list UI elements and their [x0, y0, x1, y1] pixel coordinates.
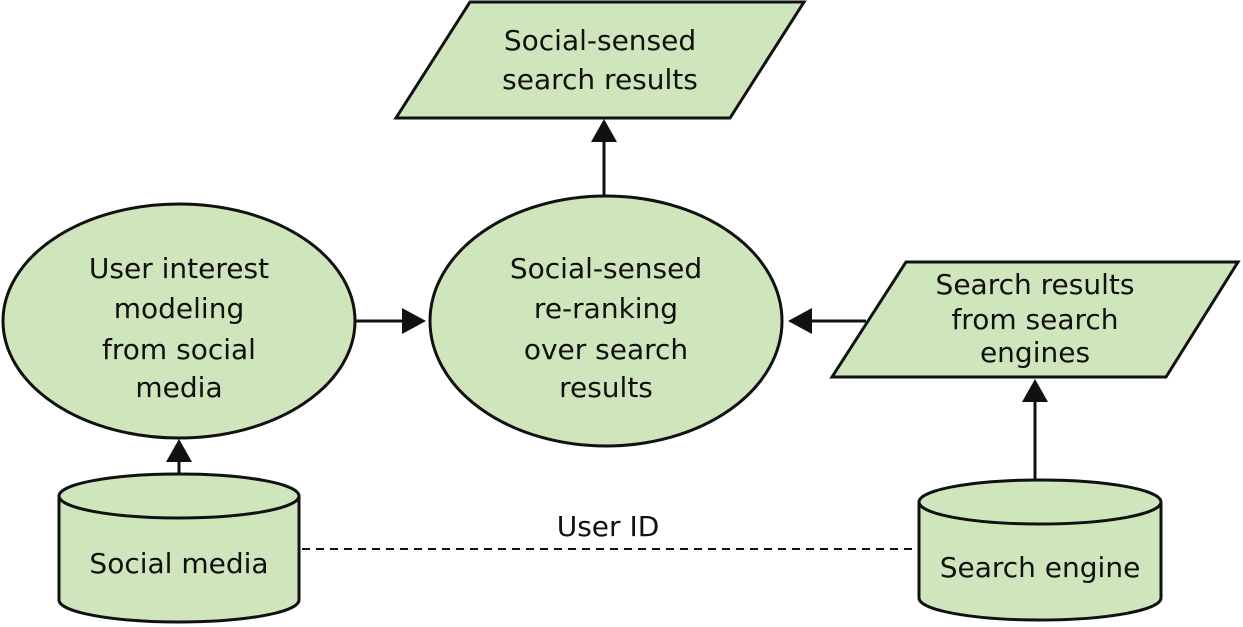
link-label: User ID: [557, 510, 660, 543]
edge-modeling-to-reranking: [356, 308, 426, 334]
node-label-line: results: [559, 371, 653, 404]
node-label-line: Social-sensed: [510, 252, 702, 285]
node-social-sensed-search-results: Social-sensed search results: [393, 0, 807, 120]
node-label-line: search results: [502, 63, 698, 96]
node-label-line: Social media: [89, 547, 268, 580]
node-label-line: from search: [951, 303, 1118, 336]
node-search-results-from-engines: Search results from search engines: [829, 260, 1241, 379]
node-label-line: engines: [980, 336, 1090, 369]
edge-social-media-to-modeling: [166, 439, 192, 474]
link-user-id: User ID: [302, 510, 916, 550]
edge-search-engine-to-results: [1022, 379, 1048, 480]
edge-reranking-to-results: [591, 119, 617, 196]
node-user-interest-modeling: User interest modeling from social media: [1, 202, 357, 440]
node-label-line: modeling: [114, 292, 244, 325]
edge-engine-results-to-reranking: [788, 308, 866, 334]
node-label-line: Social-sensed: [504, 24, 696, 57]
node-label-line: Search engine: [940, 551, 1141, 584]
node-label-line: media: [135, 371, 222, 404]
node-label-line: from social: [102, 333, 256, 366]
node-social-media-database: Social media: [57, 472, 301, 624]
node-label-line: over search: [524, 333, 688, 366]
node-social-sensed-reranking: Social-sensed re-ranking over search res…: [428, 194, 784, 448]
node-label-line: User interest: [89, 252, 269, 285]
node-label-line: Search results: [936, 268, 1135, 301]
node-search-engine-database: Search engine: [917, 478, 1163, 622]
node-label-line: re-ranking: [534, 292, 678, 325]
